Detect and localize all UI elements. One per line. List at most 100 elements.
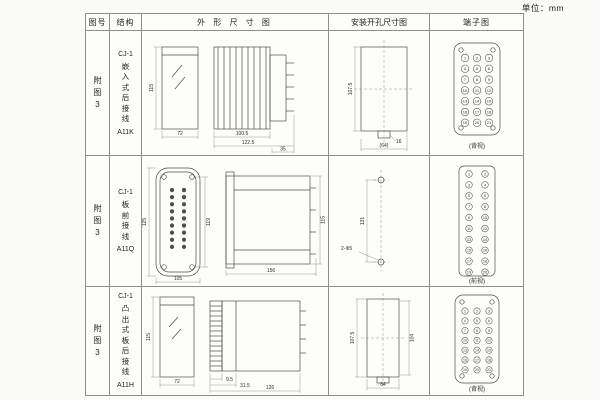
side-view [209,300,306,372]
mounting-drawing-cell: 107.5 104 64 [328,286,430,396]
svg-text:1: 1 [468,172,470,176]
col-header-terminal-diagram: 端子图 [429,13,524,31]
svg-text:16: 16 [463,109,468,114]
terminal-view-label: (前视) [469,277,485,285]
outline-drawing-a11h: 115 72 [146,296,306,393]
terminal-view-label: (背视) [469,385,485,393]
svg-text:10: 10 [483,216,487,220]
structure-cell: CJ-1 板前接线 A11Q [109,155,142,287]
svg-text:7: 7 [464,77,467,82]
figure-no: 附图3 [93,204,102,237]
dim-side-b: 122.5 [242,140,255,146]
svg-text:11: 11 [467,227,471,231]
svg-text:2: 2 [484,172,486,176]
svg-text:2: 2 [476,309,478,313]
svg-text:1: 1 [464,309,466,313]
front-dim-lines [147,167,208,284]
figure-no-cell: 附图3 [85,286,110,396]
svg-text:19: 19 [467,270,471,274]
svg-text:1: 1 [464,55,467,60]
outline-drawing-cell: 115 72 [141,286,329,396]
svg-text:4: 4 [464,66,467,71]
dim-hole-spacing: 131 [360,217,366,226]
type-code: A11K [117,128,134,136]
dim-plate-width: 105 [174,276,183,282]
front-dim-lines [154,46,199,139]
dim-cutout-height: 107.5 [350,332,356,345]
svg-text:18: 18 [487,109,492,114]
header-row: 图号 结构 外 形 尺 寸 图 安装开孔尺寸图 端子图 [85,13,524,31]
svg-text:14: 14 [475,99,480,104]
svg-text:21: 21 [487,120,492,125]
svg-text:21: 21 [487,368,491,372]
front-dim-lines [151,296,195,387]
center-lines [354,40,414,144]
mounting-hole-drawing-a11k: 107.5 16 (64) [348,40,414,151]
dim-notch: 16 [396,139,402,145]
side-view [213,46,294,130]
svg-text:13: 13 [463,99,468,104]
svg-text:12: 12 [487,339,491,343]
dim-plate-height: 125 [142,218,148,227]
type-code: A11Q [116,246,135,253]
col-header-mounting-dims: 安装开孔尺寸图 [328,13,430,31]
svg-text:5: 5 [468,194,470,198]
front-view [161,46,199,130]
terminal-view-label: (背视) [469,142,485,150]
mounting-dim-lines [358,179,379,263]
svg-text:20: 20 [475,120,480,125]
model-label: CJ-1 [118,293,133,301]
svg-text:6: 6 [488,319,490,323]
svg-text:7: 7 [468,205,470,209]
side-view [225,171,316,269]
outline-drawing-cell: 115 72 [141,30,329,156]
svg-text:5: 5 [476,66,479,71]
svg-text:3: 3 [488,55,491,60]
svg-text:8: 8 [476,77,479,82]
svg-text:3: 3 [488,309,490,313]
dim-side-c: 126 [266,385,275,391]
dim-side-c: 35 [280,147,286,153]
dim-front-width: 72 [177,131,183,137]
side-dim-lines [213,115,295,153]
svg-text:6: 6 [488,66,491,71]
svg-text:5: 5 [476,319,478,323]
svg-text:17: 17 [475,109,480,114]
svg-text:10: 10 [463,88,468,93]
center-lines [361,293,405,387]
svg-text:16: 16 [463,358,467,362]
dim-front-width: 72 [174,379,180,385]
mounting-dim-lines [355,298,411,390]
svg-text:14: 14 [475,348,479,352]
mounting-holes [377,176,385,266]
dim-cutout-height-2: 104 [410,334,416,343]
dim-side-length: 156 [267,268,276,274]
terminal-block-outline [453,42,501,136]
structure-cell: CJ-1 嵌入式后接线 A11K [109,30,142,156]
svg-text:3: 3 [468,183,470,187]
svg-text:17: 17 [467,260,471,264]
dim-side-height: 115 [321,216,327,224]
svg-text:20: 20 [475,368,479,372]
svg-text:6: 6 [484,194,486,198]
svg-text:9: 9 [468,216,470,220]
dim-cutout-width: (64) [380,143,389,149]
svg-text:15: 15 [487,99,492,104]
svg-text:13: 13 [467,238,471,242]
dim-side-b: 31.5 [240,383,250,389]
unit-label: 单位：mm [521,3,564,13]
col-header-outline-dims: 外 形 尺 寸 图 [141,13,329,31]
structure-label: 板前接线 [121,200,130,241]
figure-no: 附图3 [93,76,102,109]
svg-text:13: 13 [463,348,467,352]
svg-text:4: 4 [484,183,486,187]
front-view [159,296,195,378]
dim-front-height: 115 [149,84,155,92]
